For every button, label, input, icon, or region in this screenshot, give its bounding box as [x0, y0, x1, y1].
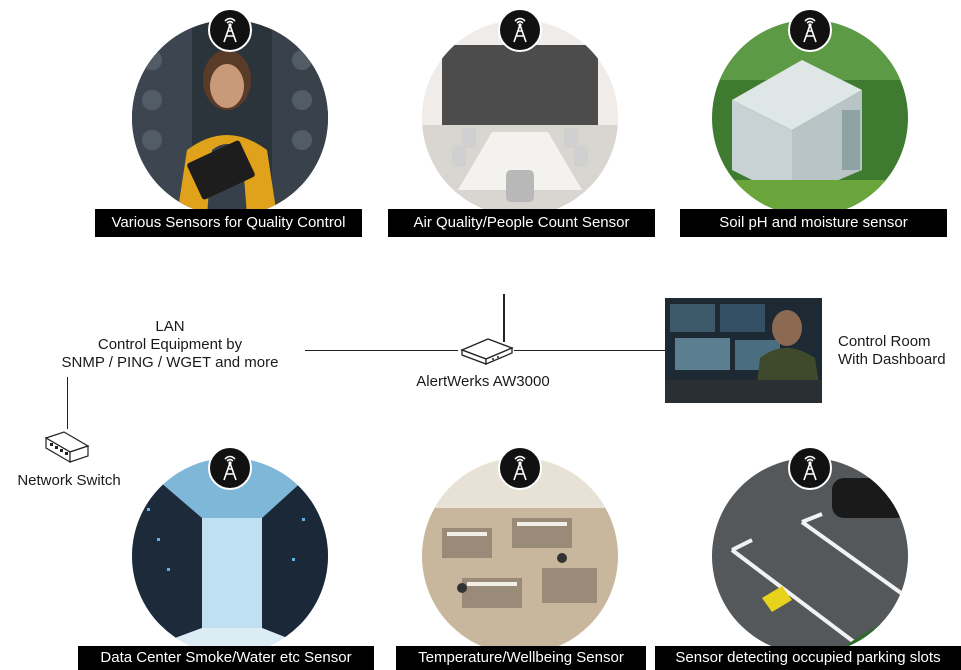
- network-switch-icon: [44, 428, 90, 471]
- caption-quality-control: Various Sensors for Quality Control: [95, 209, 362, 237]
- control-room-image: [665, 298, 822, 403]
- sensor-image-data-center: [132, 458, 328, 654]
- connector-lan-router: [305, 350, 458, 351]
- sensor-image-quality-control: [132, 20, 328, 216]
- control-room-line-2: With Dashboard: [838, 351, 946, 368]
- lan-line-3: SNMP / PING / WGET and more: [61, 354, 279, 371]
- lan-label: LAN Control Equipment by SNMP / PING / W…: [40, 318, 300, 372]
- antenna-tower-icon: [498, 446, 542, 490]
- caption-parking: Sensor detecting occupied parking slots: [655, 646, 961, 670]
- connector-router-control-room: [514, 350, 665, 351]
- antenna-tower-icon: [788, 8, 832, 52]
- control-room-label: Control Room With Dashboard: [838, 333, 946, 369]
- lan-line-2: Control Equipment by: [97, 336, 243, 353]
- lan-line-1: LAN: [155, 318, 185, 335]
- caption-temperature: Temperature/Wellbeing Sensor: [396, 646, 646, 670]
- control-room-line-1: Control Room: [838, 333, 931, 350]
- switch-label: Network Switch: [17, 472, 121, 489]
- router-label: AlertWerks AW3000: [416, 373, 550, 390]
- antenna-tower-icon: [498, 8, 542, 52]
- router-icon: [460, 336, 514, 371]
- caption-air-quality: Air Quality/People Count Sensor: [388, 209, 655, 237]
- router-antenna: [503, 294, 505, 342]
- antenna-tower-icon: [208, 446, 252, 490]
- caption-data-center: Data Center Smoke/Water etc Sensor: [78, 646, 374, 670]
- antenna-tower-icon: [208, 8, 252, 52]
- caption-soil: Soil pH and moisture sensor: [680, 209, 947, 237]
- antenna-tower-icon: [788, 446, 832, 490]
- connector-lan-switch: [67, 377, 68, 429]
